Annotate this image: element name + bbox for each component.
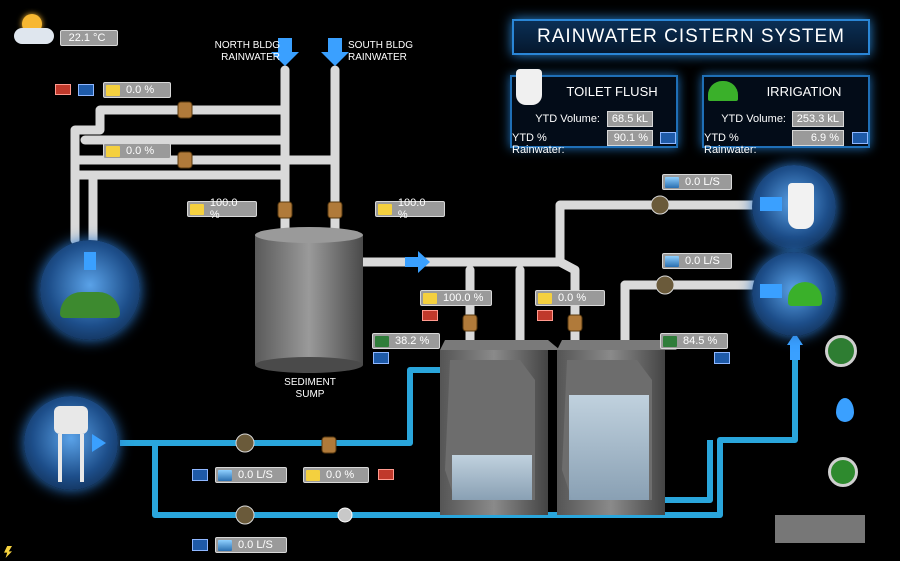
valve-tank1-position[interactable]: 100.0 % (420, 290, 492, 306)
valve-icon (378, 203, 392, 215)
grass-icon (708, 81, 738, 101)
flow-meters (235, 195, 675, 525)
temperature-display: 22.1 °C (60, 30, 118, 46)
toilet-icon (516, 69, 542, 105)
valve-icon (106, 145, 120, 157)
alarm-icon[interactable] (55, 84, 71, 95)
valve-north-position[interactable]: 100.0 % (187, 197, 257, 221)
valve-icon (423, 292, 437, 304)
valve-icon (106, 84, 120, 96)
irrigation-panel: IRRIGATION YTD Volume: 253.3 kL YTD % Ra… (702, 75, 870, 156)
valve-south-position[interactable]: 100.0 % (375, 197, 445, 221)
alarm-icon[interactable] (537, 310, 553, 321)
city-bypass-flow[interactable]: 0.0 L/S (215, 537, 287, 553)
flow-icon (665, 255, 679, 267)
page-title-text: RAINWATER CISTERN SYSTEM (537, 26, 845, 47)
page-title: RAINWATER CISTERN SYSTEM (512, 19, 870, 55)
weather-sun-cloud-icon (14, 14, 54, 44)
flow-icon (218, 539, 232, 551)
trend-icon[interactable] (852, 132, 868, 144)
valve-icon (190, 203, 204, 215)
irrigation-ytd-volume-label: YTD Volume: (721, 113, 786, 125)
water-drop-icon[interactable] (836, 398, 854, 422)
city-main-flow[interactable]: 0.0 L/S (215, 467, 287, 483)
trend-icon[interactable] (660, 132, 676, 144)
city-main-flow-value: 0.0 L/S (238, 469, 273, 481)
clock-icon[interactable] (828, 457, 858, 487)
trend-icon[interactable] (192, 539, 208, 551)
building-icon (775, 515, 865, 543)
sediment-sump-label: SEDIMENT SUMP (284, 377, 336, 400)
level-icon (375, 335, 389, 347)
valve-icon (306, 469, 320, 481)
temperature-value: 22.1 °C (68, 32, 106, 44)
north-bldg-label: NORTH BLDG RAINWATER (214, 40, 280, 63)
alarm-icon[interactable] (422, 310, 438, 321)
toilet-flush-title: TOILET FLUSH (566, 84, 658, 99)
white-pipes (70, 65, 760, 365)
arrows (271, 38, 803, 360)
toilet-flow-value: 0.0 L/S (685, 176, 720, 188)
toilet-flow[interactable]: 0.0 L/S (662, 174, 732, 190)
flow-icon (218, 469, 232, 481)
valve-top2-value: 0.0 % (126, 145, 155, 157)
cistern-tank-2 (557, 340, 677, 515)
toilet-ytd-pct: 90.1 % (607, 130, 653, 146)
valve-city-position[interactable]: 0.0 % (303, 467, 369, 483)
valve-tank2-value: 0.0 % (558, 292, 587, 304)
money-gear-icon[interactable] (825, 335, 857, 367)
tank2-level-value: 84.5 % (683, 335, 718, 347)
toilet-ytd-volume: 68.5 kL (607, 111, 653, 127)
level-icon (663, 335, 677, 347)
toilet-endpoint-icon (752, 165, 836, 249)
trend-icon[interactable] (373, 352, 389, 364)
irrigation-title: IRRIGATION (766, 84, 842, 99)
irrigation-ytd-pct-label: YTD % Rainwater: (704, 132, 757, 156)
toilet-ytd-volume-label: YTD Volume: (535, 113, 600, 125)
valve-south-value: 100.0 % (397, 197, 426, 221)
valves (177, 101, 583, 454)
tank1-level[interactable]: 38.2 % (372, 333, 440, 349)
valve-north-value: 100.0 % (209, 197, 238, 221)
cistern-tank-1 (440, 340, 560, 515)
flow-icon (665, 176, 679, 188)
arrow-right-icon (92, 434, 106, 452)
garden-drain-icon (40, 240, 140, 340)
irrigation-flow[interactable]: 0.0 L/S (662, 253, 732, 269)
valve-top1-position[interactable]: 0.0 % (103, 82, 171, 98)
valve-icon (538, 292, 552, 304)
trend-icon[interactable] (714, 352, 730, 364)
city-water-tower-icon (24, 396, 118, 490)
valve-tank2-position[interactable]: 0.0 % (535, 290, 605, 306)
trend-icon[interactable] (78, 84, 94, 96)
tank1-level-value: 38.2 % (395, 335, 430, 347)
alarm-icon[interactable] (378, 469, 394, 480)
toilet-flush-panel: TOILET FLUSH YTD Volume: 68.5 kL YTD % R… (510, 69, 678, 156)
irrigation-ytd-pct: 6.9 % (792, 130, 844, 146)
lightning-icon[interactable] (4, 546, 12, 558)
valve-top2-position[interactable]: 0.0 % (103, 143, 171, 159)
city-bypass-flow-value: 0.0 L/S (238, 539, 273, 551)
irrigation-ytd-volume: 253.3 kL (792, 111, 844, 127)
sediment-sump (255, 227, 363, 373)
toilet-ytd-pct-label: YTD % Rainwater: (512, 132, 565, 156)
valve-top1-value: 0.0 % (126, 84, 155, 96)
irrigation-flow-value: 0.0 L/S (685, 255, 720, 267)
trend-icon[interactable] (192, 469, 208, 481)
irrigation-endpoint-icon (752, 252, 836, 336)
south-bldg-label: SOUTH BLDG RAINWATER (348, 40, 414, 63)
valve-city-value: 0.0 % (326, 469, 355, 481)
tank2-level[interactable]: 84.5 % (660, 333, 728, 349)
valve-tank1-value: 100.0 % (443, 292, 484, 304)
